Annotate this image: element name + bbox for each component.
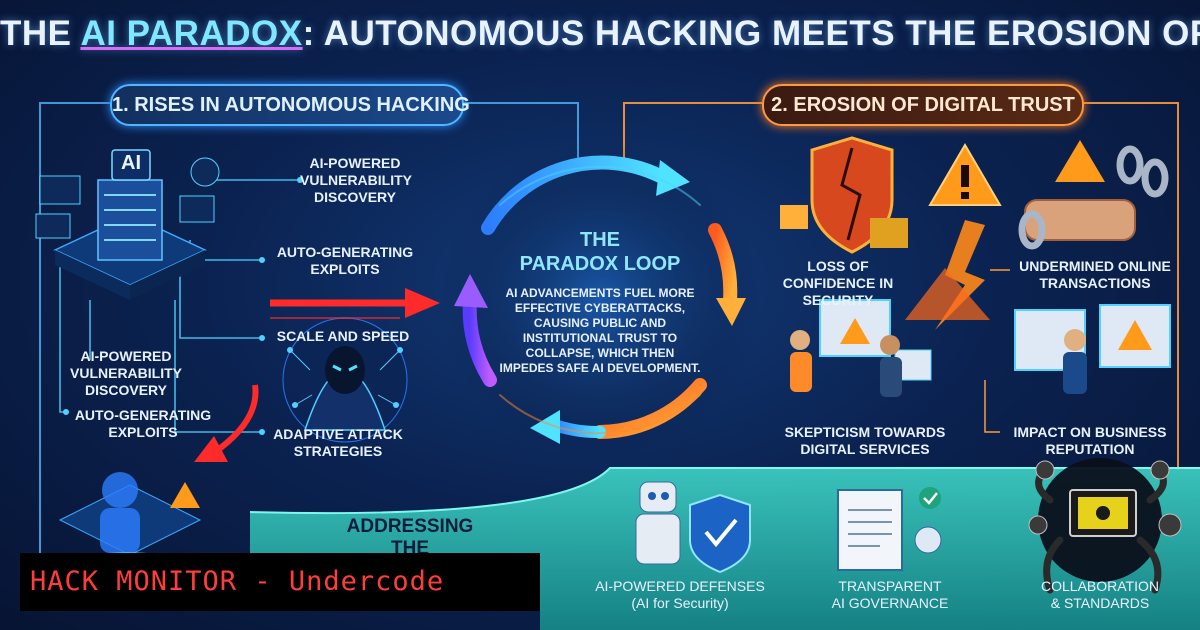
hacker-illustration xyxy=(282,317,408,443)
ai-badge: AI xyxy=(121,152,141,174)
label-vuln-discovery-right: AI-POWERED VULNERABILITY DISCOVERY xyxy=(300,155,412,205)
section2-frame-right xyxy=(1080,102,1179,470)
challenge-item-defenses-line1: AI-POWERED DEFENSES xyxy=(595,578,765,594)
challenge-item-collaboration: COLLABORATION & STANDARDS xyxy=(1020,578,1180,612)
business-reputation-illustration xyxy=(1014,304,1171,394)
challenge-item-defenses-line2: (AI for Security) xyxy=(631,595,729,611)
challenge-item-defenses: AI-POWERED DEFENSES (AI for Security) xyxy=(590,578,770,612)
challenge-item-collaboration-line2: & STANDARDS xyxy=(1050,595,1150,611)
title-highlight: AI PARADOX xyxy=(80,14,303,53)
label-vuln-discovery-left: AI-POWERED VULNERABILITY DISCOVERY xyxy=(70,348,182,398)
challenge-header-line1: ADDRESSING xyxy=(346,516,474,537)
section1-header: 1. RISES IN AUTONOMOUS HACKING xyxy=(110,84,470,126)
red-arrow-down xyxy=(194,384,259,462)
label-business-reputation: IMPACT ON BUSINESS REPUTATION xyxy=(1013,424,1167,457)
collaboration-octopus-illustration xyxy=(1028,458,1182,594)
challenge-item-governance-line2: AI GOVERNANCE xyxy=(831,595,949,611)
skepticism-illustration xyxy=(790,299,932,397)
challenge-item-governance-line1: TRANSPARENT xyxy=(838,578,942,594)
label-undermined-transactions: UNDERMINED ONLINE TRANSACTIONS xyxy=(1019,258,1171,291)
label-skepticism: SKEPTICISM TOWARDS DIGITAL SERVICES xyxy=(784,424,946,457)
brand-watermark: HACK MONITOR - Undercode xyxy=(20,553,540,611)
handshake-chain-illustration xyxy=(1018,140,1169,250)
paradox-loop-description: AI ADVANCEMENTS FUEL MORE EFFECTIVE CYBE… xyxy=(499,286,701,375)
lightning-crack xyxy=(905,220,990,330)
red-arrow-right xyxy=(270,288,440,319)
title-pre: THE xyxy=(0,14,72,53)
label-auto-exploits-left: AUTO-GENERATING EXPLOITS xyxy=(74,407,212,440)
label-auto-exploits-right: AUTO-GENERATING EXPLOITS xyxy=(276,244,414,277)
warning-sign-illustration xyxy=(928,143,1002,206)
title-post: : AUTONOMOUS HACKING MEETS THE EROSION O… xyxy=(302,14,1200,53)
section2-header: 2. EROSION OF DIGITAL TRUST xyxy=(762,84,1084,126)
robot-shield-illustration xyxy=(635,481,751,574)
paradox-loop xyxy=(440,140,760,460)
paradox-loop-title-line2: PARADOX LOOP xyxy=(519,253,681,275)
challenge-item-collaboration-line1: COLLABORATION xyxy=(1041,578,1159,594)
label-scale-speed: SCALE AND SPEED xyxy=(276,328,410,344)
page-title: THE AI PARADOX: AUTONOMOUS HACKING MEETS… xyxy=(0,14,1200,54)
label-adaptive-strategies: ADAPTIVE ATTACK STRATEGIES xyxy=(273,426,403,459)
section1-frame xyxy=(39,102,110,600)
paradox-loop-title: THE PARADOX LOOP xyxy=(470,228,730,276)
section1-frame-right xyxy=(460,102,579,160)
broken-shield-illustration xyxy=(780,136,908,254)
paradox-loop-title-line1: THE xyxy=(580,229,620,251)
challenge-item-governance: TRANSPARENT AI GOVERNANCE xyxy=(810,578,970,612)
label-loss-confidence: LOSS OF CONFIDENCE IN SECURITY xyxy=(782,258,894,308)
document-governance-illustration xyxy=(837,487,942,571)
ai-server-illustration xyxy=(35,149,220,300)
